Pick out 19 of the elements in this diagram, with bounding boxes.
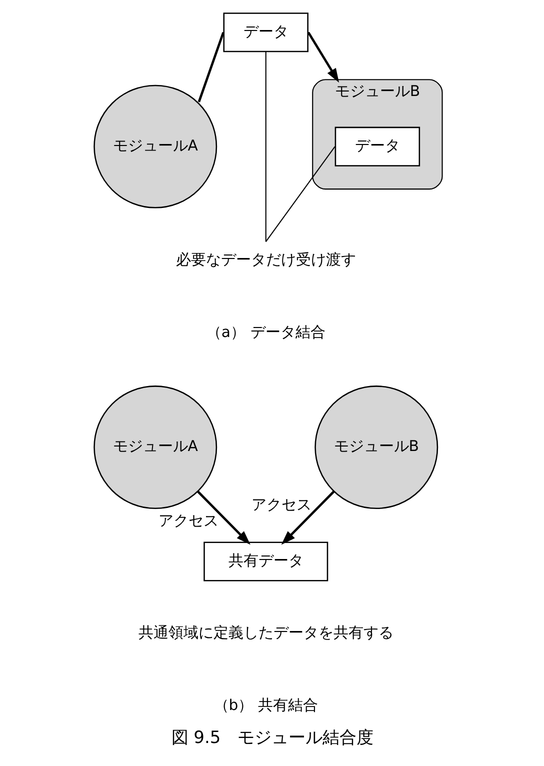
node-box: データ	[334, 126, 420, 166]
edge-label: アクセス	[250, 495, 311, 514]
node-circle: モジュールA	[93, 84, 217, 208]
node-box: 共有データ	[203, 542, 328, 582]
connector	[264, 51, 266, 242]
node-circle: モジュールB	[314, 386, 438, 510]
connector	[264, 146, 335, 242]
node-circle: モジュールA	[93, 386, 217, 510]
arrow	[306, 32, 339, 83]
label: 共通領域に定義したデータを共有する	[138, 624, 393, 642]
node-box: データ	[222, 12, 308, 52]
arrow	[280, 490, 334, 545]
label: （b） 共有結合	[213, 696, 318, 714]
caption: 図 9.5 モジュール結合度	[170, 728, 374, 748]
connector	[197, 32, 224, 102]
arrow	[196, 490, 250, 545]
node-text: 必要なデータだけ受け渡す	[175, 250, 356, 269]
edge-label: アクセス	[158, 511, 218, 530]
label: （a） データ結合	[206, 322, 325, 341]
